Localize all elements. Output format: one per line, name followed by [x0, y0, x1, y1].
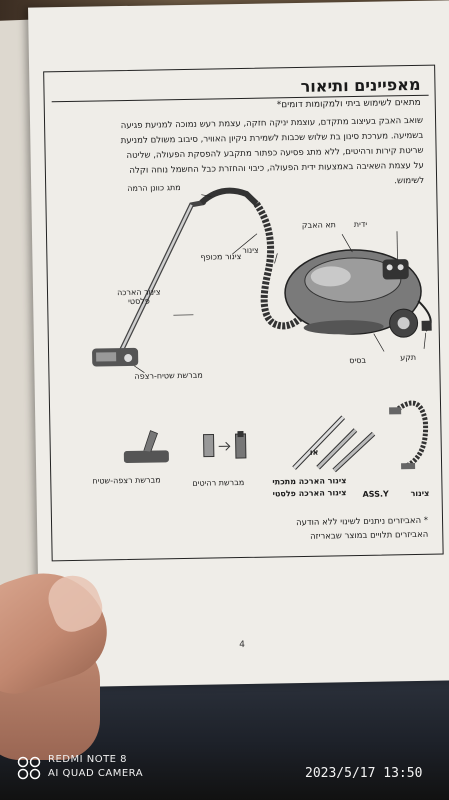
page-title: מאפיינים ותיאור: [300, 74, 421, 96]
label-metal-extension: צינור הארכה מתכתי: [272, 476, 347, 487]
camera-tag-watermark: AI QUAD CAMERA: [48, 768, 144, 779]
label-plug: תקע: [400, 352, 417, 363]
accessory-furniture-brush: [203, 430, 247, 459]
accessory-extension-tubes: [292, 415, 376, 473]
accessories-note: * האביזרים ניתנים לשינוי ללא הודעה האביז…: [128, 514, 428, 547]
label-or: או: [309, 447, 319, 457]
label-assy: ASS.Y: [362, 489, 389, 499]
label-plastic-extension-acc: צינור הארכה פלסטי: [272, 488, 347, 499]
label-hose: צינור: [242, 245, 259, 255]
label-plastic-extension: צינור הארכה פלסטי: [116, 287, 161, 306]
hose-handle: [199, 187, 259, 206]
vacuum-diagram: [92, 187, 432, 473]
power-plug: [421, 320, 432, 331]
label-floor-brush: מברשת שטיח-רצפה: [134, 370, 203, 381]
label-base: בסיס: [349, 355, 367, 366]
label-height-adjust: מתג כוונן הרמה: [127, 183, 181, 193]
label-flex-hose: צינור מכופף: [200, 251, 242, 262]
label-dust-container: תא האבק: [301, 220, 336, 230]
timestamp: 2023/5/17 13:50: [305, 766, 423, 781]
label-floor-carpet-brush: מברשת רצפה-שטיח: [92, 475, 161, 486]
page-number: 4: [239, 639, 246, 651]
accessory-hose-assy: [389, 400, 429, 470]
label-hose-acc: צינור: [410, 488, 430, 499]
flexible-hose: [253, 201, 307, 330]
camera-lens-icon: [17, 756, 41, 780]
label-handle: ידית: [353, 219, 368, 230]
manual-page: מאפיינים ותיאור מתאים לשימוש ביתי ולמקומ…: [28, 0, 449, 688]
label-furniture-brush: מברשת רהיטים: [192, 477, 245, 488]
accessory-floor-brush: [123, 430, 169, 464]
camera-model-watermark: REDMI NOTE 8: [48, 754, 128, 765]
